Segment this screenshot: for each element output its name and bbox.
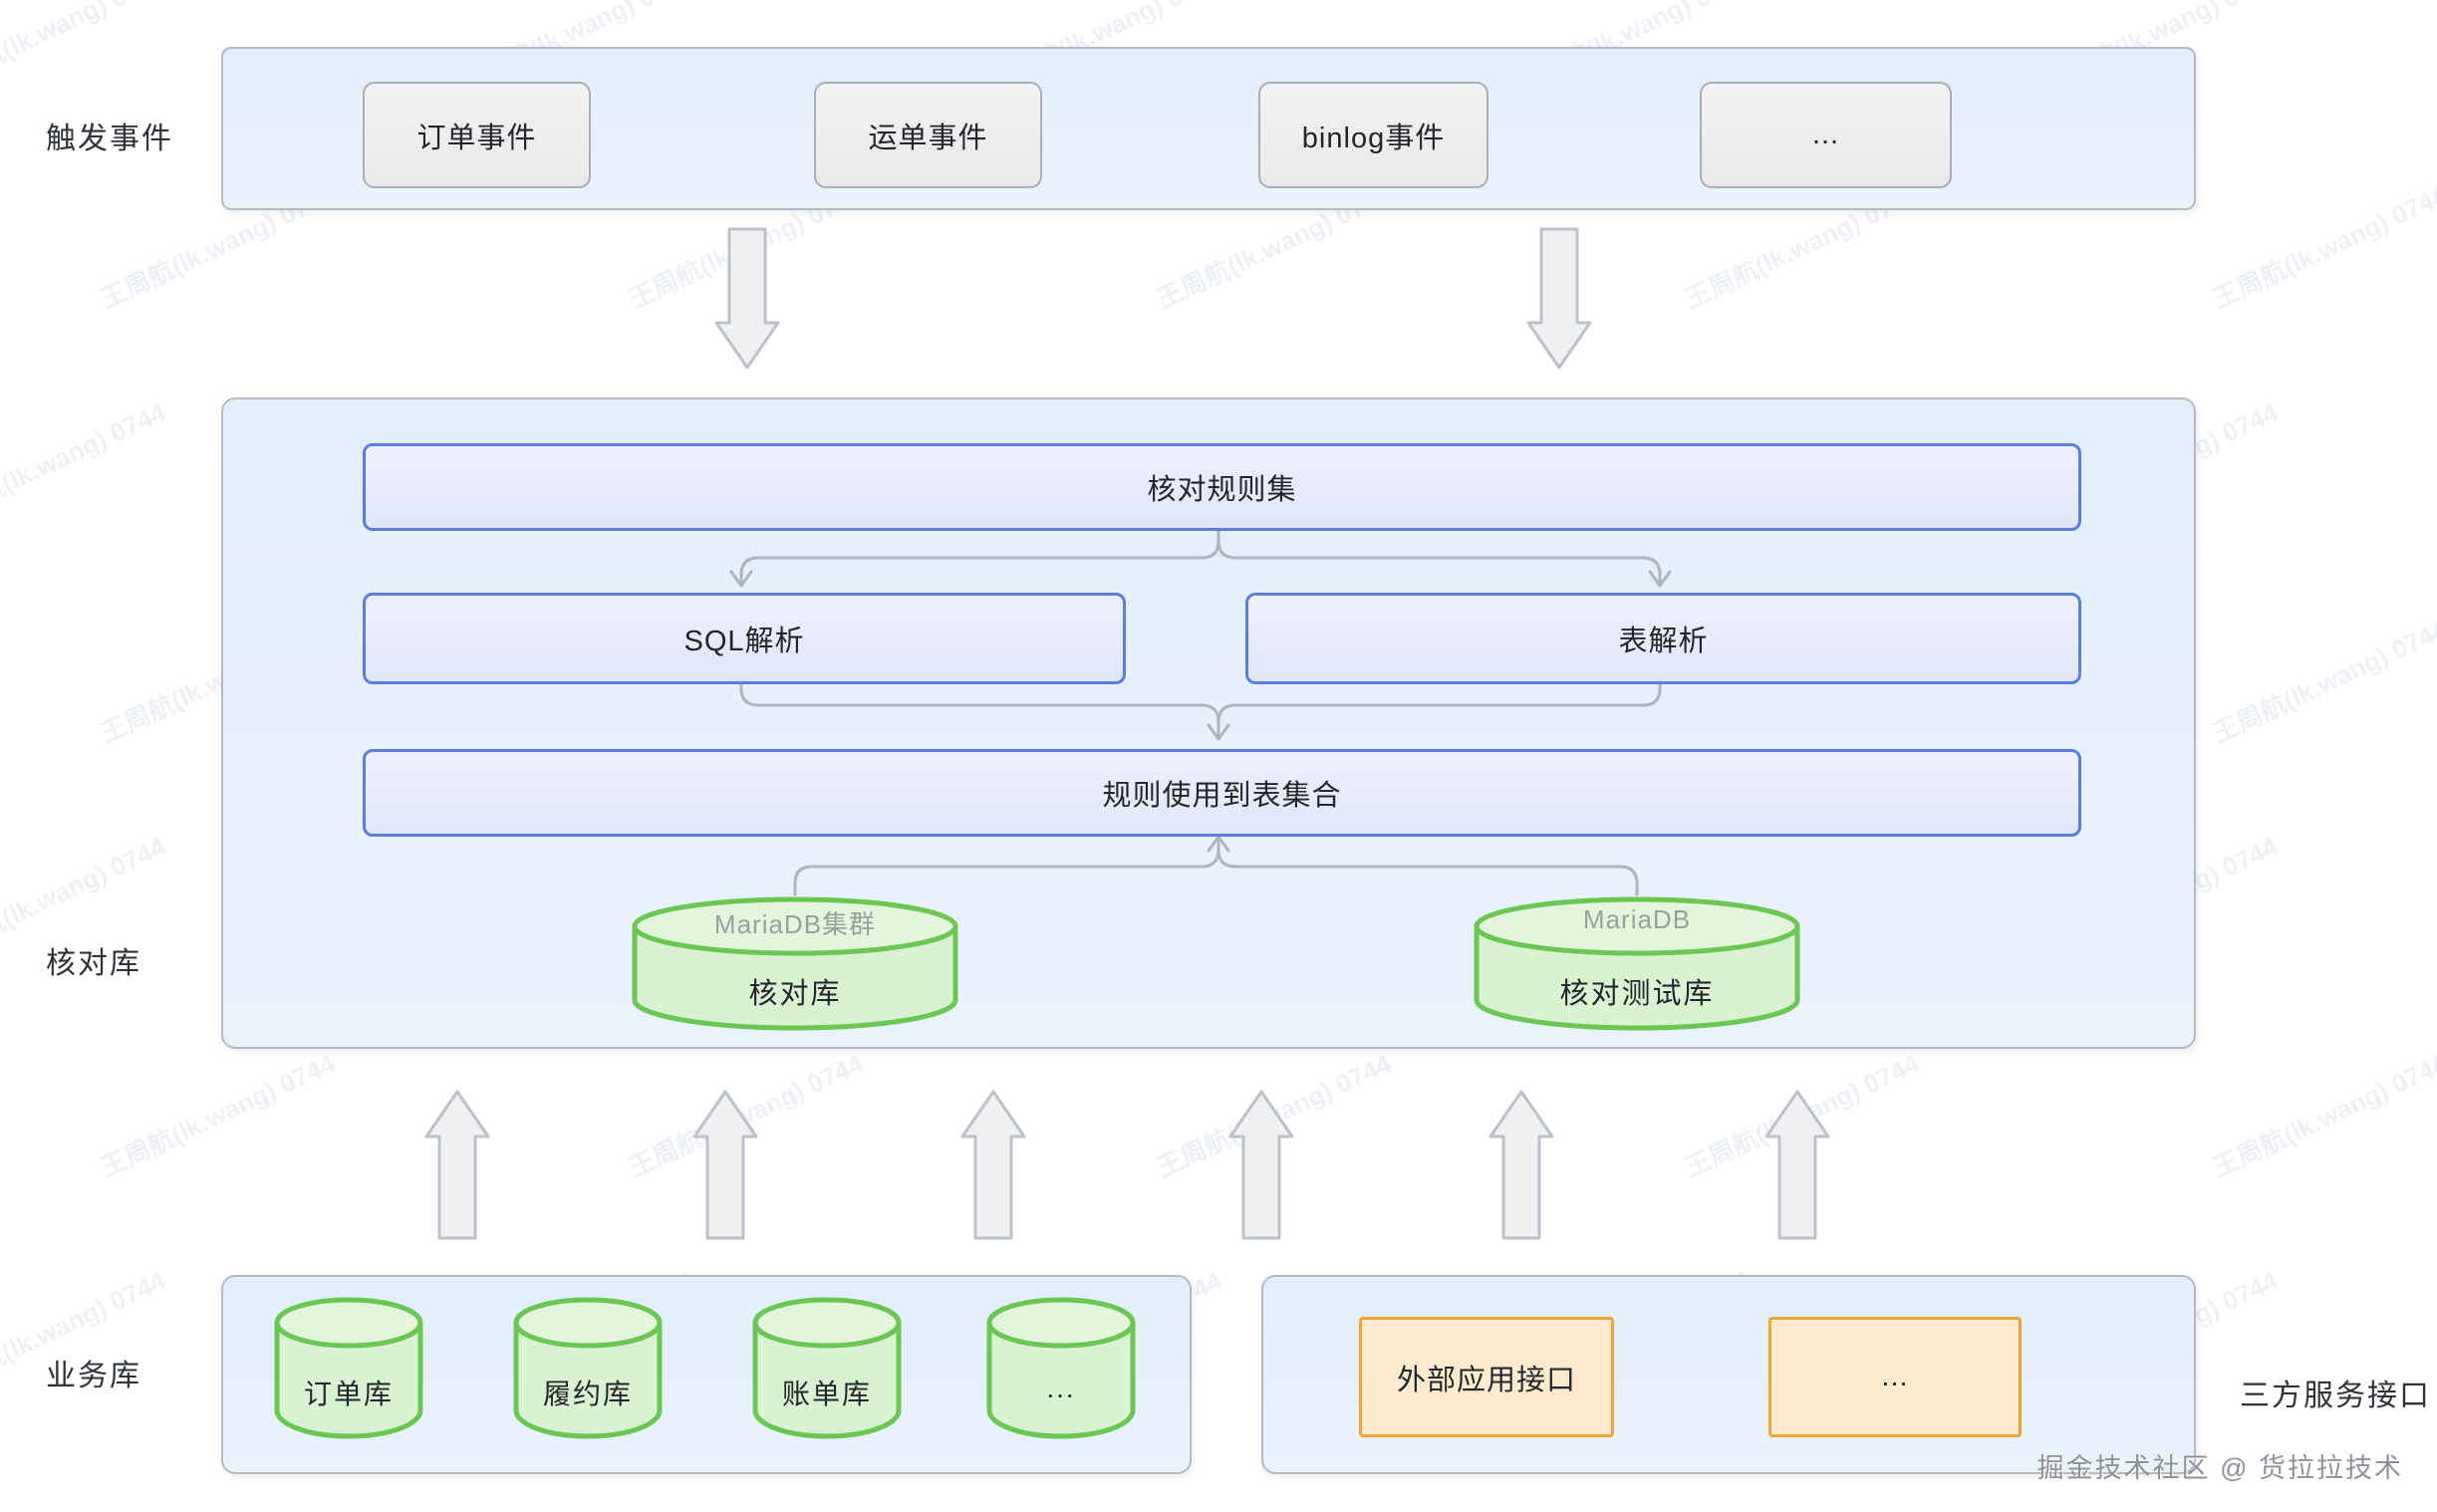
fulfillment-db-name: 履约库 xyxy=(542,1379,633,1409)
fulfillment-db-cylinder: 履约库 xyxy=(512,1295,664,1442)
database-cylinder-icon xyxy=(274,1297,423,1439)
check-db-label: 核对库 xyxy=(46,947,141,980)
event-node-waybill-label: 运单事件 xyxy=(868,122,988,154)
table-set-node-label: 规则使用到表集合 xyxy=(1102,780,1342,812)
database-cylinder-icon xyxy=(752,1297,902,1439)
event-node-binlog-label: binlog事件 xyxy=(1301,122,1446,154)
check-db-engine: MariaDB集群 xyxy=(713,909,877,939)
up-arrow-4 xyxy=(1228,1090,1294,1240)
database-cylinder-icon xyxy=(513,1297,663,1439)
up-arrow-6 xyxy=(1764,1090,1830,1240)
external-api-node: 外部应用接口 xyxy=(1359,1317,1614,1437)
order-db-name: 订单库 xyxy=(303,1379,394,1409)
database-cylinder-icon xyxy=(1474,896,1800,1031)
sql-parse-node-label: SQL解析 xyxy=(683,626,805,657)
table-set-node: 规则使用到表集合 xyxy=(363,749,2081,837)
up-arrow-1 xyxy=(424,1090,490,1240)
down-arrow-left xyxy=(714,227,780,370)
event-node-more: ... xyxy=(1700,82,1952,188)
check-test-db-engine: MariaDB xyxy=(1582,904,1692,934)
event-node-order-label: 订单事件 xyxy=(416,122,537,154)
up-arrow-3 xyxy=(960,1090,1026,1240)
check-db-cylinder: MariaDB集群 核对库 xyxy=(631,896,959,1036)
check-db-name: 核对库 xyxy=(748,978,842,1010)
order-db-cylinder: 订单库 xyxy=(273,1295,424,1442)
business-db-label: 业务库 xyxy=(46,1360,141,1392)
sql-parse-node: SQL解析 xyxy=(363,593,1126,684)
table-parse-node: 表解析 xyxy=(1245,593,2081,684)
more-api-node-label: ... xyxy=(1881,1361,1909,1392)
more-api-node: ... xyxy=(1768,1317,2022,1437)
billing-db-name: 账单库 xyxy=(781,1379,872,1409)
check-test-db-cylinder: MariaDB 核对测试库 xyxy=(1473,896,1801,1036)
check-test-db-name: 核对测试库 xyxy=(1559,978,1715,1010)
database-cylinder-icon xyxy=(632,896,958,1031)
rule-set-node-label: 核对规则集 xyxy=(1147,474,1297,506)
more-db-name: ... xyxy=(1046,1373,1076,1403)
event-node-binlog: binlog事件 xyxy=(1258,82,1489,188)
external-api-node-label: 外部应用接口 xyxy=(1396,1364,1576,1396)
billing-db-cylinder: 账单库 xyxy=(751,1295,903,1442)
up-arrow-5 xyxy=(1489,1090,1554,1240)
event-node-waybill: 运单事件 xyxy=(814,82,1042,188)
more-db-cylinder: ... xyxy=(985,1295,1137,1442)
rule-set-node: 核对规则集 xyxy=(363,443,2081,531)
down-arrow-right xyxy=(1526,227,1592,370)
trigger-events-label: 触发事件 xyxy=(46,123,173,155)
table-parse-node-label: 表解析 xyxy=(1618,626,1709,657)
database-cylinder-icon xyxy=(986,1297,1136,1439)
event-node-order: 订单事件 xyxy=(363,82,591,188)
footer-credit: 掘金技术社区 @ 货拉拉技术 xyxy=(2036,1453,2403,1483)
event-node-more-label: ... xyxy=(1811,119,1840,150)
up-arrow-2 xyxy=(692,1090,758,1240)
third-party-label: 三方服务接口 xyxy=(2240,1380,2431,1412)
